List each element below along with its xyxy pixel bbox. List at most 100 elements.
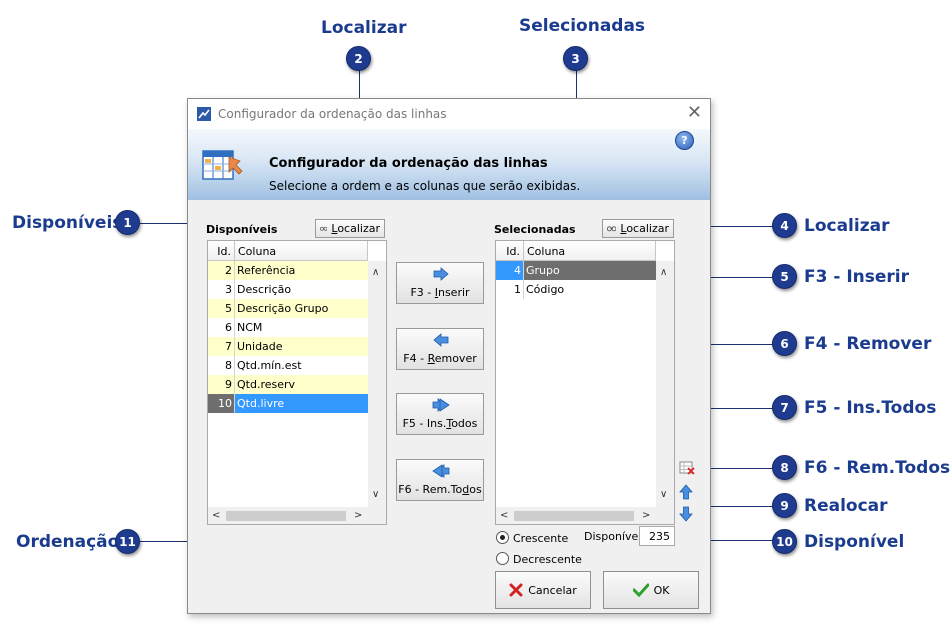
- app-icon: [197, 107, 211, 121]
- header-coluna[interactable]: Coluna: [524, 241, 656, 260]
- cancel-x-icon: [509, 583, 523, 597]
- grid-header: Id. Coluna: [496, 241, 656, 261]
- disponivel-value: 235: [639, 526, 675, 546]
- insert-button[interactable]: F3 - Inserir: [396, 262, 484, 304]
- scroll-down-icon[interactable]: ∨: [660, 489, 668, 500]
- ascending-radio[interactable]: [496, 531, 509, 544]
- callout-label-disponiveis: Disponíveis: [12, 213, 123, 233]
- callout-badge-10: 10: [772, 529, 797, 554]
- table-columns-icon: [202, 150, 243, 180]
- callout-badge-6: 6: [772, 331, 797, 356]
- selected-label: Selecionadas: [494, 223, 576, 236]
- scroll-up-icon[interactable]: ∧: [660, 267, 668, 278]
- remove-button[interactable]: F4 - Remover: [396, 328, 484, 370]
- scroll-thumb[interactable]: [226, 511, 346, 521]
- selected-vertical-scrollbar[interactable]: ∧ ∨: [656, 261, 674, 507]
- callout-badge-11: 11: [115, 529, 140, 554]
- cell-id: 1: [496, 280, 524, 299]
- cell-id: 6: [208, 318, 235, 337]
- header-id[interactable]: Id.: [496, 241, 524, 260]
- scroll-down-icon[interactable]: ∨: [372, 489, 380, 500]
- cell-coluna: Grupo: [524, 261, 656, 280]
- cell-id: 4: [496, 261, 524, 280]
- binoculars-icon: [607, 226, 617, 232]
- arrow-right-icon: [433, 267, 449, 281]
- callout-label-f5-instodos: F5 - Ins.Todos: [804, 398, 937, 418]
- callout-badge-5: 5: [772, 264, 797, 289]
- clear-order-icon[interactable]: [679, 461, 695, 475]
- cell-coluna: NCM: [235, 318, 368, 337]
- double-arrow-left-icon: [432, 464, 450, 478]
- scroll-thumb[interactable]: [514, 511, 634, 521]
- callout-label-f4-remover: F4 - Remover: [804, 334, 932, 354]
- ordering-configurator-dialog: Configurador da ordenação das linhas ✕ ?…: [187, 98, 711, 614]
- cell-id: 8: [208, 356, 235, 375]
- ok-button[interactable]: OK: [603, 571, 699, 609]
- selected-horizontal-scrollbar[interactable]: < >: [496, 507, 674, 524]
- cell-id: 9: [208, 375, 235, 394]
- header-id[interactable]: Id.: [208, 241, 235, 260]
- scroll-left-icon[interactable]: <: [500, 510, 509, 521]
- cell-id: 2: [208, 261, 235, 280]
- move-up-icon[interactable]: [679, 484, 693, 500]
- cell-id: 3: [208, 280, 235, 299]
- close-icon[interactable]: ✕: [686, 102, 702, 123]
- callout-label-selecionadas: Selecionadas: [519, 16, 646, 36]
- callout-badge-2: 2: [346, 46, 371, 71]
- header-title: Configurador da ordenação das linhas: [269, 156, 548, 171]
- header-subtitle: Selecione a ordem e as colunas que serão…: [269, 179, 581, 193]
- scroll-right-icon[interactable]: >: [642, 510, 651, 521]
- scroll-left-icon[interactable]: <: [212, 510, 221, 521]
- callout-badge-1: 1: [115, 210, 140, 235]
- header-coluna[interactable]: Coluna: [235, 241, 368, 260]
- arrow-left-icon: [433, 333, 449, 347]
- callout-label-localizar-right: Localizar: [804, 216, 890, 236]
- callout-badge-7: 7: [772, 395, 797, 420]
- cell-coluna: Referência: [235, 261, 368, 280]
- available-vertical-scrollbar[interactable]: ∧ ∨: [368, 261, 386, 507]
- cell-coluna: Código: [524, 280, 656, 299]
- checkmark-icon: [632, 583, 649, 597]
- find-selected-button[interactable]: Localizar: [602, 219, 674, 238]
- callout-badge-8: 8: [772, 455, 797, 480]
- descending-label[interactable]: Decrescente: [513, 553, 582, 566]
- cell-coluna: Descrição: [235, 280, 368, 299]
- callout-badge-3: 3: [563, 46, 588, 71]
- cell-id: 5: [208, 299, 235, 318]
- remove-all-button[interactable]: F6 - Rem.Todos: [396, 459, 484, 501]
- callout-label-localizar-left: Localizar: [321, 18, 407, 38]
- window-title: Configurador da ordenação das linhas: [218, 107, 447, 121]
- callout-label-ordenacao: Ordenação: [16, 532, 120, 552]
- cell-coluna: Qtd.livre: [235, 394, 368, 413]
- find-available-button[interactable]: Localizar: [315, 219, 385, 238]
- scroll-right-icon[interactable]: >: [354, 510, 363, 521]
- descending-radio[interactable]: [496, 552, 509, 565]
- callout-label-disponivel: Disponível: [804, 532, 905, 552]
- disponivel-label: Disponível: [584, 530, 642, 543]
- move-down-icon[interactable]: [679, 506, 693, 522]
- ascending-label[interactable]: Crescente: [513, 532, 569, 545]
- available-label: Disponíveis: [206, 223, 278, 236]
- callout-label-realocar: Realocar: [804, 496, 888, 516]
- callout-badge-4: 4: [772, 213, 797, 238]
- available-horizontal-scrollbar[interactable]: < >: [208, 507, 386, 524]
- help-button[interactable]: ?: [675, 131, 694, 150]
- scroll-up-icon[interactable]: ∧: [372, 267, 380, 278]
- cancel-button[interactable]: Cancelar: [495, 571, 591, 609]
- binoculars-icon: [320, 226, 328, 231]
- title-bar[interactable]: Configurador da ordenação das linhas ✕: [188, 99, 710, 129]
- insert-all-button[interactable]: F5 - Ins.Todos: [396, 393, 484, 435]
- cell-id: 10: [208, 394, 235, 413]
